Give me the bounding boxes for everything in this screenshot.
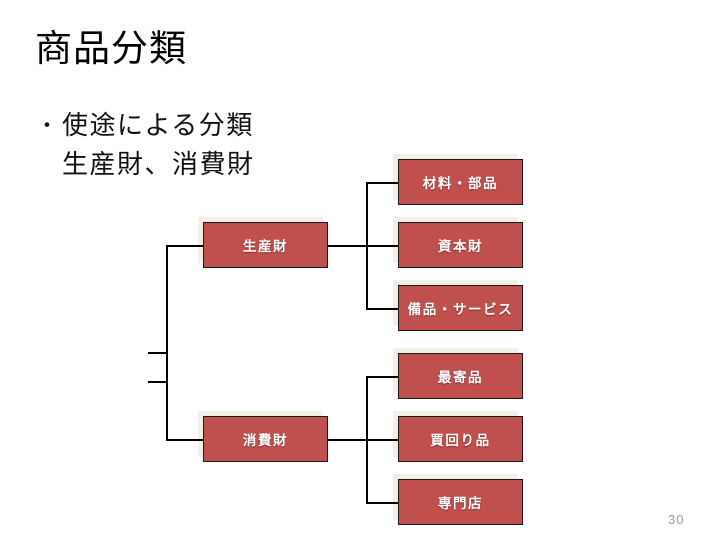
connector-root-to-shohizai [166, 439, 204, 441]
item-node[interactable]: 買回り品 [398, 416, 523, 462]
connector-root-to-seisanzai [166, 245, 204, 247]
node-label: 専門店 [437, 496, 484, 511]
node-label: 材料・部品 [422, 176, 499, 191]
connector-root-stub-upper [148, 352, 167, 354]
bullet-text-line-1: 使途による分類 [62, 110, 254, 140]
connector-shohizai-to-child-1 [366, 376, 399, 378]
node-label: 買回り品 [430, 433, 491, 448]
node-label: 消費財 [242, 433, 289, 448]
category-node[interactable]: 消費財 [203, 416, 328, 462]
node-label: 資本財 [437, 239, 484, 254]
node-label: 最寄品 [437, 370, 484, 385]
item-node[interactable]: 資本財 [398, 222, 523, 268]
connector-seisanzai-out [328, 245, 366, 247]
bullet-text-line-2: 生産財、消費財 [62, 149, 255, 179]
bullet-item: ・ 使途による分類 [36, 106, 366, 145]
connector-seisanzai-to-child-3 [366, 308, 399, 310]
item-node[interactable]: 備品・サービス [398, 285, 523, 331]
bullet-marker: ・ [36, 113, 60, 138]
item-node[interactable]: 専門店 [398, 479, 523, 525]
page-title: 商品分類 [35, 28, 187, 69]
connector-root-trunk [166, 245, 168, 440]
node-label: 備品・サービス [407, 302, 514, 317]
category-node[interactable]: 生産財 [203, 222, 328, 268]
connector-shohizai-out [328, 439, 366, 441]
item-node[interactable]: 材料・部品 [398, 159, 523, 205]
connector-seisanzai-to-child-2 [366, 245, 399, 247]
page-number: 30 [668, 512, 685, 527]
bullet-block: ・ 使途による分類 生産財、消費財 [36, 106, 366, 184]
connector-seisanzai-to-child-1 [366, 182, 399, 184]
connector-shohizai-to-child-2 [366, 439, 399, 441]
item-node[interactable]: 最寄品 [398, 353, 523, 399]
connector-shohizai-to-child-3 [366, 502, 399, 504]
connector-root-stub-lower [148, 381, 167, 383]
node-label: 生産財 [242, 239, 289, 254]
